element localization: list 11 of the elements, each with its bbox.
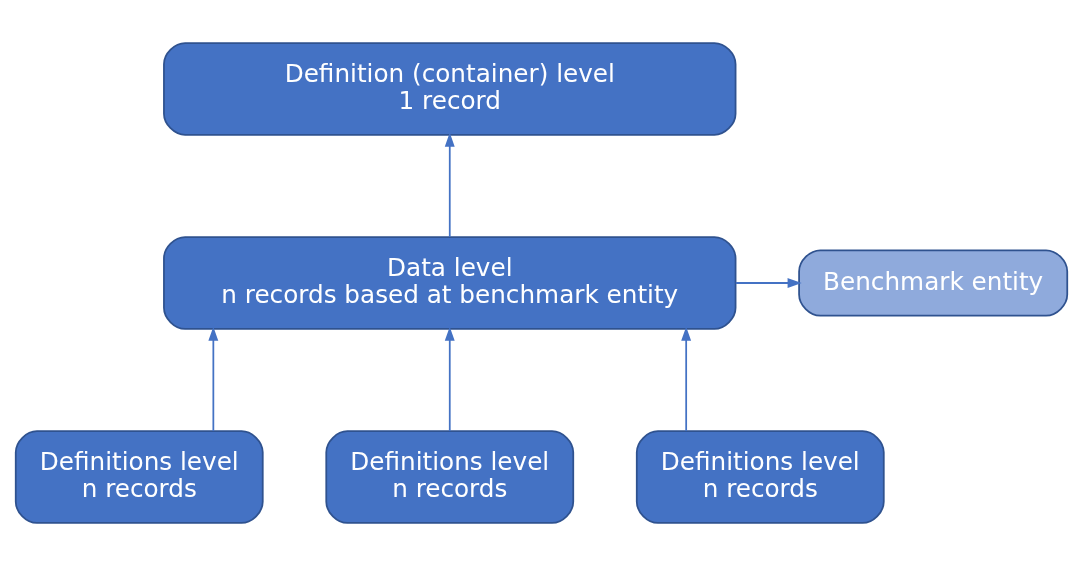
- arrow: [681, 326, 692, 432]
- arrow: [444, 326, 455, 432]
- node-box: Definitions level n records: [325, 429, 575, 524]
- arrow: [208, 326, 219, 432]
- node-box: Definitions level n records: [14, 429, 264, 524]
- arrow: [444, 132, 455, 238]
- node-box: Definition (container) level 1 record: [163, 41, 737, 136]
- arrow: [734, 277, 802, 288]
- node-box: Data level n records based at benchmark entity: [163, 235, 737, 330]
- node-box: Definitions level n records: [635, 429, 885, 524]
- node-box: Benchmark entity: [798, 249, 1069, 316]
